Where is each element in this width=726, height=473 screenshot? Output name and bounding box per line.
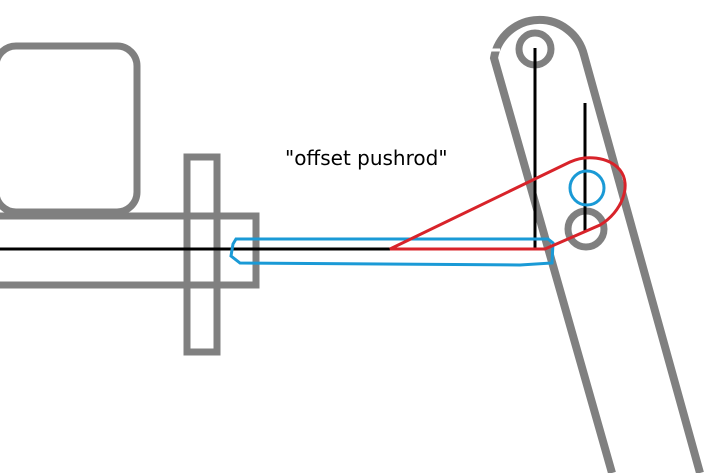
offset-pushrod-label: "offset pushrod" <box>285 146 448 170</box>
rocker-arm <box>489 15 704 473</box>
offset-link <box>389 156 627 251</box>
vertical-plate <box>183 153 221 356</box>
offset-pivot <box>568 169 606 207</box>
pushrod <box>229 237 555 267</box>
body-block <box>0 42 141 216</box>
